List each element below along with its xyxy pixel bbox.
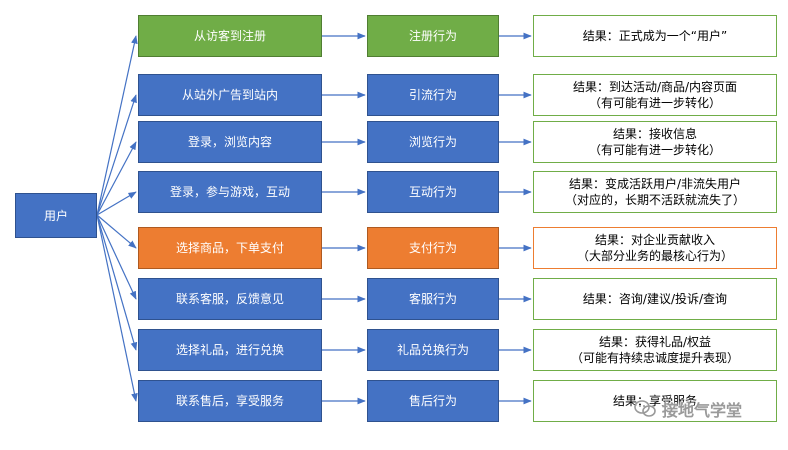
result-line: 结果：接收信息	[612, 127, 697, 141]
result-line: 结果：获得礼品/权益	[598, 335, 712, 349]
watermark: 接地气学堂	[634, 397, 742, 421]
result-line: 结果：到达活动/商品/内容页面	[572, 80, 738, 94]
result-line: 结果：咨询/建议/投诉/查询	[582, 292, 728, 306]
result-line: （有可能有进一步转化）	[588, 143, 721, 157]
action-box: 从访客到注册	[138, 15, 322, 57]
result-box: 结果：正式成为一个“用户”	[533, 15, 777, 57]
wechat-icon	[634, 400, 656, 417]
action-label: 从访客到注册	[193, 29, 266, 43]
fan-out-arrow	[96, 35, 138, 216]
root-node-label: 用户	[43, 208, 68, 223]
action-box: 从站外广告到站内	[138, 74, 322, 116]
action-label: 从站外广告到站内	[181, 88, 278, 102]
fan-out-arrow	[96, 214, 137, 249]
result-line: 结果：变成活跃用户/非流失用户	[568, 177, 742, 191]
fan-out-arrow	[96, 94, 137, 216]
action-box: 联系售后，享受服务	[138, 380, 322, 422]
action-box: 联系客服，反馈意见	[138, 278, 322, 320]
behavior-box: 礼品兑换行为	[367, 329, 499, 371]
result-line: （大部分业务的最核心行为）	[576, 249, 733, 263]
fan-out-arrow	[96, 191, 137, 216]
action-label: 联系客服，反馈意见	[175, 292, 284, 306]
behavior-box: 浏览行为	[367, 121, 499, 163]
action-box: 登录，浏览内容	[138, 121, 322, 163]
behavior-box: 注册行为	[367, 15, 499, 57]
root-node-user: 用户	[15, 193, 97, 238]
behavior-box: 互动行为	[367, 171, 499, 213]
result-box: 结果：到达活动/商品/内容页面 （有可能有进一步转化）	[533, 74, 777, 116]
result-box: 结果：咨询/建议/投诉/查询	[533, 278, 777, 320]
action-label: 登录，浏览内容	[187, 135, 272, 149]
behavior-label: 注册行为	[408, 29, 457, 43]
behavior-label: 售后行为	[408, 394, 457, 408]
result-box: 结果：获得礼品/权益 （可能有持续忠诚度提升表现）	[533, 329, 777, 371]
behavior-box: 售后行为	[367, 380, 499, 422]
behavior-box: 客服行为	[367, 278, 499, 320]
behavior-label: 客服行为	[408, 292, 457, 306]
behavior-box: 支付行为	[367, 227, 499, 269]
fan-out-arrow	[96, 214, 137, 300]
action-box: 选择礼品，进行兑换	[138, 329, 322, 371]
behavior-label: 引流行为	[408, 88, 457, 102]
action-box: 登录，参与游戏，互动	[138, 171, 322, 213]
result-line: （对应的，长期不活跃就流失了）	[564, 193, 745, 207]
result-box: 结果：接收信息 （有可能有进一步转化）	[533, 121, 777, 163]
result-box: 结果：对企业贡献收入 （大部分业务的最核心行为）	[533, 227, 777, 269]
fan-out-arrow	[96, 141, 137, 216]
result-line: （有可能有进一步转化）	[588, 96, 721, 110]
result-box: 结果：变成活跃用户/非流失用户 （对应的，长期不活跃就流失了）	[533, 171, 777, 213]
fan-out-arrow	[96, 214, 138, 351]
action-label: 选择商品，下单支付	[175, 241, 284, 255]
action-label: 登录，参与游戏，互动	[169, 185, 290, 199]
watermark-text: 接地气学堂	[662, 401, 743, 420]
fan-out-arrow	[96, 214, 138, 402]
action-label: 联系售后，享受服务	[175, 394, 284, 408]
behavior-box: 引流行为	[367, 74, 499, 116]
result-line: 结果：享受服务	[612, 394, 697, 408]
behavior-label: 礼品兑换行为	[396, 343, 469, 357]
result-line: 结果：对企业贡献收入	[594, 233, 715, 247]
result-line: 结果：正式成为一个“用户”	[582, 29, 728, 43]
result-box: 结果：享受服务	[533, 380, 777, 422]
action-label: 选择礼品，进行兑换	[175, 343, 284, 357]
behavior-label: 互动行为	[408, 185, 457, 199]
behavior-label: 浏览行为	[408, 135, 457, 149]
result-line: （可能有持续忠诚度提升表现）	[570, 351, 739, 365]
action-box: 选择商品，下单支付	[138, 227, 322, 269]
behavior-label: 支付行为	[408, 241, 457, 255]
